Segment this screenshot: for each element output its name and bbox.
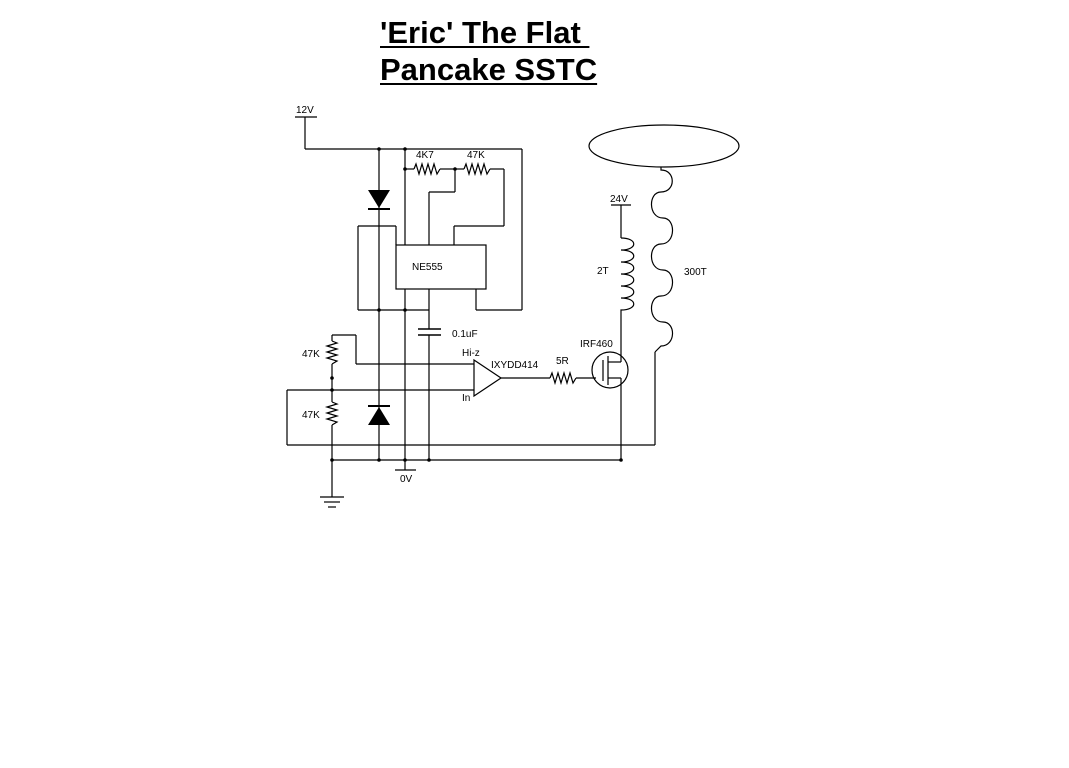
label-in: In: [462, 393, 470, 404]
supply-12v: 12V: [295, 105, 317, 149]
label-ne555: NE555: [412, 262, 443, 273]
label-cap: 0.1uF: [452, 329, 478, 340]
label-300t: 300T: [684, 267, 707, 278]
secondary-return: [286, 352, 656, 446]
label-hiz: Hi-z: [462, 348, 480, 359]
ground-rail: 0V: [330, 458, 623, 485]
capacitor-01uf: 0.1uF: [418, 310, 478, 460]
resistor-4k7: 4K7: [403, 149, 455, 460]
feedback-loop: [357, 225, 430, 312]
label-12v: 12V: [296, 105, 314, 116]
label-4k7: 4K7: [416, 150, 434, 161]
label-mosfet: IRF460: [580, 339, 613, 350]
label-24v: 24V: [610, 194, 628, 205]
label-0v: 0V: [400, 474, 413, 485]
diagram-title: 'Eric' The Flat Pancake SSTC: [380, 14, 620, 88]
primary-coil: 2T: [597, 237, 635, 315]
label-47k-left-top: 47K: [302, 349, 320, 360]
supply-24v: 24V: [610, 194, 631, 238]
gate-driver: Hi-z IXYDD414 In: [287, 348, 550, 404]
earth-ground-symbol: [320, 460, 344, 508]
resistor-47k-left-top: 47K: [302, 334, 357, 378]
resistor-5r: 5R: [549, 356, 596, 386]
label-driver: IXYDD414: [491, 360, 539, 371]
toroid-topload: [588, 124, 740, 168]
diode-lower: [368, 405, 390, 425]
title-line-2: Pancake SSTC: [380, 52, 598, 87]
title-line-1: 'Eric' The Flat: [380, 15, 590, 50]
resistor-47k-left-bottom: 47K: [302, 376, 340, 460]
secondary-coil: 300T: [650, 167, 707, 353]
label-2t: 2T: [597, 266, 609, 277]
discharge-wire: [428, 169, 456, 245]
mosfet-irf460: IRF460: [580, 315, 629, 460]
label-47k-top: 47K: [467, 150, 485, 161]
label-5r: 5R: [556, 356, 569, 367]
resistor-47k-top: 47K: [453, 150, 505, 245]
label-47k-left-bottom: 47K: [302, 410, 320, 421]
ic-ne555: NE555: [395, 244, 487, 290]
